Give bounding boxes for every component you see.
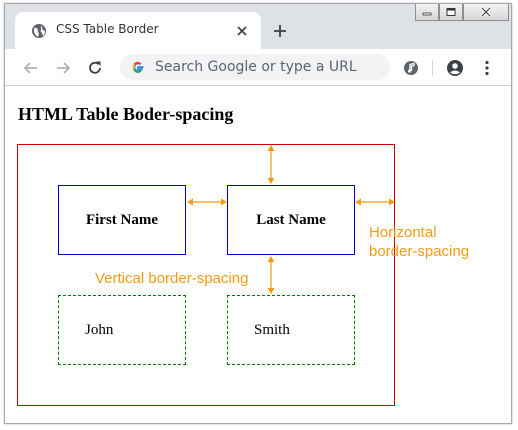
google-g-icon xyxy=(132,61,144,73)
omnibox[interactable]: Search Google or type a URL xyxy=(120,54,390,80)
close-icon[interactable] xyxy=(236,25,248,37)
arrow-between-headers xyxy=(187,198,227,206)
account-icon[interactable] xyxy=(446,59,464,77)
table-border xyxy=(17,144,395,406)
browser-toolbar: Search Google or type a URL xyxy=(5,49,511,86)
kebab-menu-icon[interactable] xyxy=(478,59,496,77)
spacing-arrows xyxy=(187,145,395,294)
omnibox-placeholder: Search Google or type a URL xyxy=(155,59,357,75)
window-controls xyxy=(415,4,511,22)
horizontal-spacing-label: Horizontal border-spacing xyxy=(369,223,469,261)
maximize-button[interactable] xyxy=(439,4,463,21)
arrow-top-vertical xyxy=(267,145,275,184)
plus-icon[interactable] xyxy=(272,23,288,39)
music-note-icon[interactable] xyxy=(402,59,420,77)
maximize-icon xyxy=(446,8,456,16)
close-icon xyxy=(480,7,492,17)
tab-title: CSS Table Border xyxy=(56,22,159,36)
toolbar-divider xyxy=(432,60,433,76)
browser-tab[interactable]: CSS Table Border xyxy=(15,12,261,49)
data-cell-last-name: Smith xyxy=(227,295,355,365)
page-heading: HTML Table Boder-spacing xyxy=(18,104,234,124)
browser-window: CSS Table Border xyxy=(4,3,512,424)
horizontal-label-line2: border-spacing xyxy=(369,243,470,260)
minimize-icon xyxy=(422,12,432,16)
globe-icon xyxy=(32,24,46,38)
title-bar: CSS Table Border xyxy=(5,4,511,49)
close-window-button[interactable] xyxy=(463,4,509,21)
data-cell-first-name: John xyxy=(58,295,186,365)
arrow-between-rows xyxy=(267,256,275,294)
arrow-right-horizontal xyxy=(355,198,395,206)
page-content: HTML Table Boder-spacing First Name Last… xyxy=(5,86,511,424)
reload-icon[interactable] xyxy=(86,59,104,77)
vertical-spacing-label: Vertical border-spacing xyxy=(95,270,249,287)
header-cell-last-name: Last Name xyxy=(227,185,355,255)
arrow-right-icon[interactable] xyxy=(54,59,72,77)
header-cell-first-name: First Name xyxy=(58,185,186,255)
minimize-button[interactable] xyxy=(415,4,439,21)
arrow-left-icon[interactable] xyxy=(22,59,40,77)
horizontal-label-line1: Horizontal xyxy=(369,224,437,241)
